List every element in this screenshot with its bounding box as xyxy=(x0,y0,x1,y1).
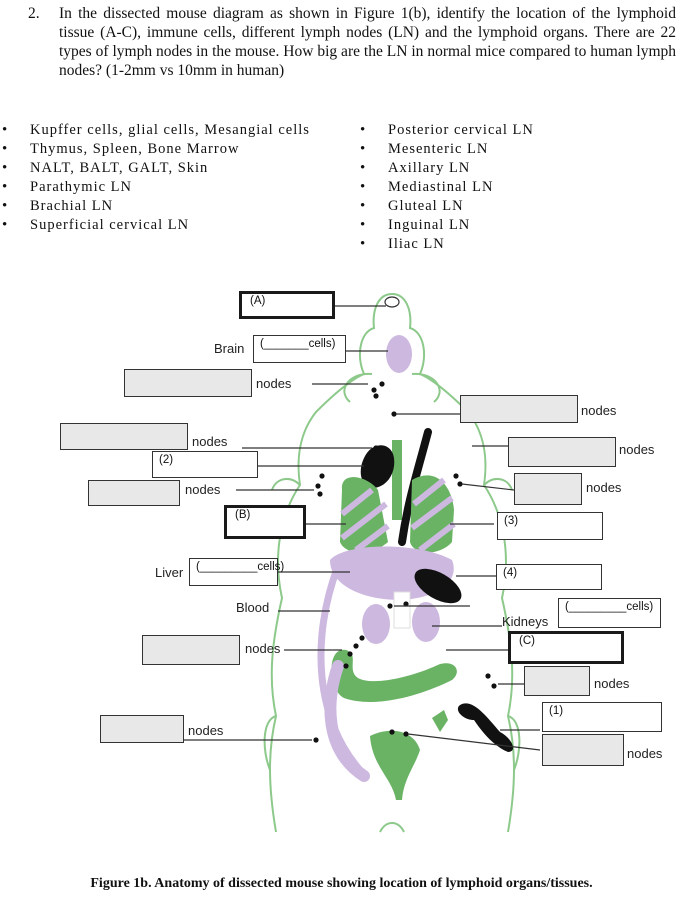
option-item: Parathymic LN xyxy=(2,178,322,197)
nodes-label: nodes xyxy=(192,434,228,449)
intestine xyxy=(331,649,457,702)
spleen-organ xyxy=(414,568,462,604)
blank-box xyxy=(460,395,578,423)
blank-box xyxy=(542,734,624,766)
box-4: (4) xyxy=(496,564,602,590)
nalt-icon xyxy=(384,296,400,308)
box-a: (A) xyxy=(239,291,335,319)
blank-box xyxy=(514,473,582,505)
liver-label: Liver xyxy=(155,565,184,580)
nodes-label: nodes xyxy=(581,403,617,418)
adrenal xyxy=(393,591,411,629)
option-item: Brachial LN xyxy=(2,197,322,216)
option-item: NALT, BALT, GALT, Skin xyxy=(2,159,322,178)
nodes-label: nodes xyxy=(619,442,655,457)
box-b: (B) xyxy=(224,505,306,539)
option-item: Superficial cervical LN xyxy=(2,216,322,235)
ear-right xyxy=(411,372,441,403)
options-right-list: Posterior cervical LN Mesenteric LN Axil… xyxy=(360,121,680,254)
blank-box xyxy=(60,423,188,450)
nodes-label: nodes xyxy=(594,676,630,691)
femur-bone xyxy=(457,703,514,752)
option-item: Mediastinal LN xyxy=(360,178,680,197)
mouse-anatomy-drawing xyxy=(184,293,541,833)
lymph-nodes xyxy=(313,381,497,743)
box-3: (3) xyxy=(497,512,603,540)
tail-base xyxy=(379,822,405,833)
options-left-list: Kupffer cells, glial cells, Mesangial ce… xyxy=(2,121,322,235)
kidney-cells-box: (_________cells) xyxy=(558,598,661,628)
option-item: Axillary LN xyxy=(360,159,680,178)
option-item: Thymus, Spleen, Bone Marrow xyxy=(2,140,322,159)
nodes-label: nodes xyxy=(256,376,292,391)
hindleg-right xyxy=(507,715,521,771)
mouse-diagram: (A) Brain (_______cells) nodes nodes nod… xyxy=(0,280,683,840)
blood-vessel xyxy=(317,564,363,773)
box-1: (1) xyxy=(542,702,662,732)
blank-box xyxy=(142,635,240,665)
brain-cells-box: (_______cells) xyxy=(253,335,346,363)
genital-organ xyxy=(432,710,448,732)
brain-organ xyxy=(386,335,412,373)
leader-lines xyxy=(184,305,541,751)
figure-caption: Figure 1b. Anatomy of dissected mouse sh… xyxy=(90,876,593,891)
kidney-left xyxy=(362,604,390,644)
hindleg-left xyxy=(263,715,277,771)
option-item: Posterior cervical LN xyxy=(360,121,680,140)
foreleg-right xyxy=(483,478,513,491)
box-c: (C) xyxy=(508,631,624,664)
kidney-right xyxy=(412,602,440,642)
option-item: Kupffer cells, glial cells, Mesangial ce… xyxy=(2,121,322,140)
brain-label: Brain xyxy=(214,341,245,356)
heart-organ xyxy=(360,445,395,488)
ear-left xyxy=(343,372,373,403)
blank-box xyxy=(124,369,252,397)
kidneys-label: Kidneys xyxy=(502,614,549,629)
nodes-label: nodes xyxy=(245,641,281,656)
trachea xyxy=(392,440,402,520)
question-number: 2. xyxy=(28,5,40,22)
lung-stripes xyxy=(340,477,456,553)
box-2: (2) xyxy=(152,451,258,478)
bladder-organ xyxy=(370,730,420,800)
nodes-label: nodes xyxy=(185,482,221,497)
blank-box xyxy=(88,480,180,506)
nodes-label: nodes xyxy=(627,746,663,761)
blood-label: Blood xyxy=(236,600,270,615)
blank-box xyxy=(524,666,590,696)
option-item: Mesenteric LN xyxy=(360,140,680,159)
nodes-label: nodes xyxy=(586,480,622,495)
option-item: Gluteal LN xyxy=(360,197,680,216)
question-text: In the dissected mouse diagram as shown … xyxy=(59,5,676,79)
nodes-label: nodes xyxy=(188,723,224,738)
blank-box xyxy=(100,715,184,743)
question: 2. In the dissected mouse diagram as sho… xyxy=(28,4,676,80)
foreleg-left xyxy=(271,478,301,491)
blank-box xyxy=(508,437,616,467)
option-item: Iliac LN xyxy=(360,235,680,254)
option-item: Inguinal LN xyxy=(360,216,680,235)
liver-cells-box: (_________cells) xyxy=(189,558,284,586)
